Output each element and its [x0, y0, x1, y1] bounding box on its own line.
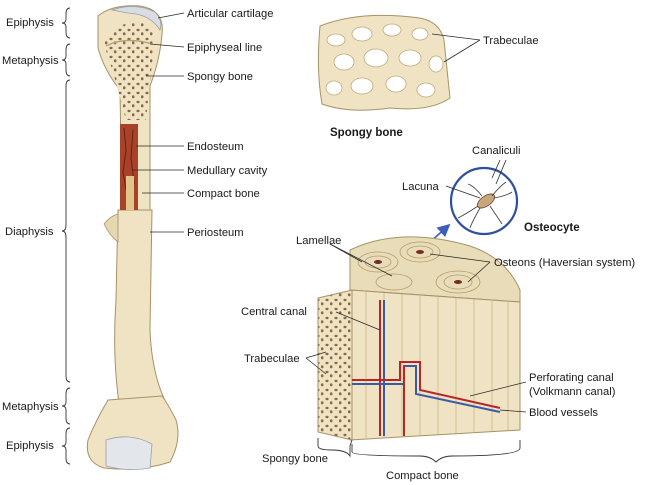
label-trabeculae-compact: Trabeculae	[244, 353, 300, 365]
label-lamellae: Lamellae	[296, 235, 341, 247]
label-endosteum: Endosteum	[187, 141, 244, 153]
label-epiphysis-top: Epiphysis	[6, 17, 54, 29]
label-spongy-bone-bottom: Spongy bone	[262, 453, 328, 465]
distal-articular-cartilage	[105, 436, 153, 470]
label-blood-vessels: Blood vessels	[529, 407, 598, 419]
label-metaphysis-bottom: Metaphysis	[2, 401, 59, 413]
label-articular-cartilage: Articular cartilage	[187, 8, 273, 20]
label-lacuna: Lacuna	[402, 181, 439, 193]
spongy-bone-sample	[317, 14, 451, 111]
caption-osteocyte: Osteocyte	[524, 222, 580, 234]
articular-cartilage-cap	[110, 6, 162, 31]
label-diaphysis: Diaphysis	[5, 226, 54, 238]
label-volkmann-canal: (Volkmann canal)	[529, 386, 616, 398]
osteocyte-illustration	[449, 166, 519, 236]
label-epiphysis-bottom: Epiphysis	[6, 440, 54, 452]
long-bone-illustration	[86, 5, 179, 470]
label-medullary-cavity: Medullary cavity	[187, 165, 268, 177]
label-spongy-bone: Spongy bone	[187, 71, 253, 83]
epiphyseal-line	[105, 39, 153, 47]
label-central-canal: Central canal	[241, 306, 307, 318]
label-compact-bone-bottom: Compact bone	[386, 470, 459, 482]
diaphysis-shaft	[114, 209, 171, 411]
label-metaphysis-top: Metaphysis	[2, 55, 59, 67]
label-trabeculae-spongy: Trabeculae	[483, 35, 539, 47]
spongy-bone-region	[104, 22, 155, 120]
compact-bone-wedge	[317, 236, 521, 441]
label-epiphyseal-line: Epiphyseal line	[187, 42, 262, 54]
label-canaliculi: Canaliculi	[472, 145, 521, 157]
region-braces	[61, 7, 71, 465]
label-osteons: Osteons (Haversian system)	[494, 257, 635, 269]
periosteum-flap	[103, 213, 119, 243]
label-perforating-canal: Perforating canal	[529, 372, 614, 384]
label-periosteum: Periosteum	[187, 227, 244, 239]
label-compact-bone: Compact bone	[187, 188, 260, 200]
caption-spongy-bone: Spongy bone	[330, 127, 403, 139]
